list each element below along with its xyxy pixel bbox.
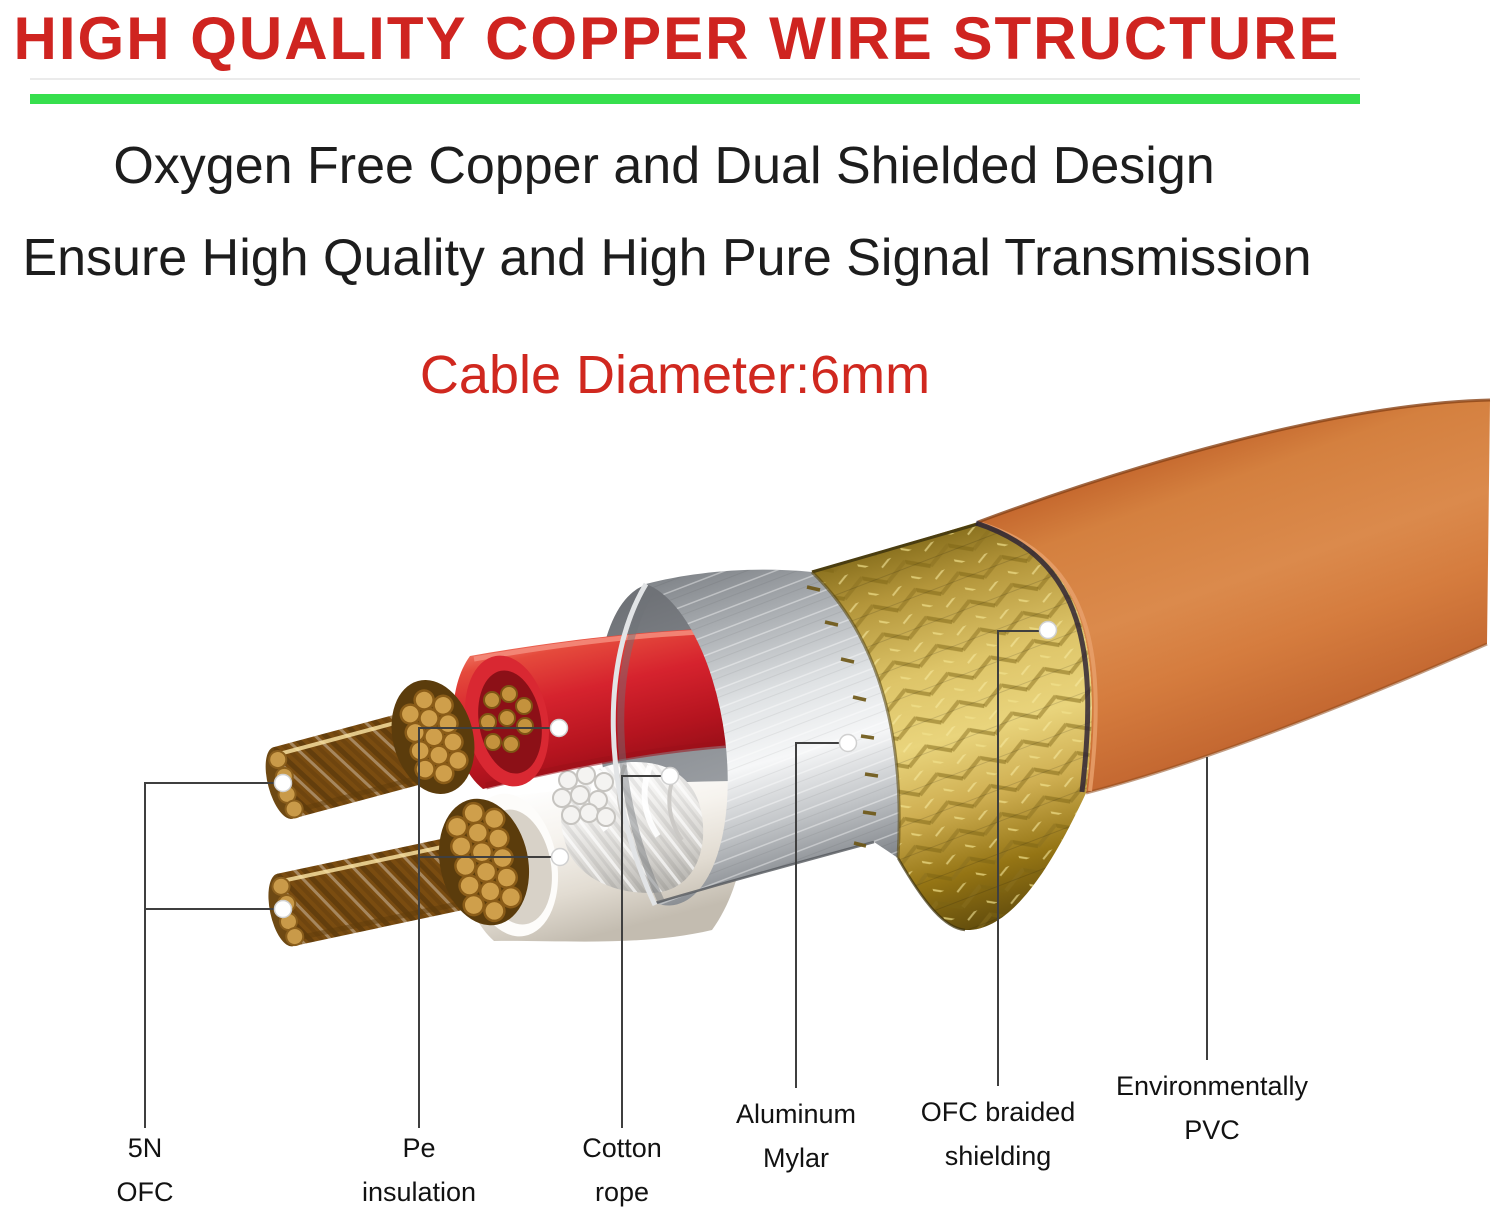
mylar-layer [610,569,901,907]
subtitle-line-1: Oxygen Free Copper and Dual Shielded Des… [113,137,1215,195]
label-line: Environmentally [1115,1071,1309,1101]
label-line: insulation [361,1177,477,1207]
label-5n-ofc: 5N OFC [117,1126,174,1213]
leader-lines [144,630,1208,1128]
leader-ofc-braided [997,630,1045,1086]
leader-pe-insulation [418,727,560,1128]
label-line: Cotton [582,1133,662,1163]
divider-hairline [30,78,1360,80]
leader-aluminum-mylar [795,742,845,1088]
label-line: OFC braided [920,1097,1076,1127]
label-line: rope [594,1177,650,1207]
page-title: HIGH QUALITY COPPER WIRE STRUCTURE [13,5,1341,72]
divider-green-bar [30,94,1360,104]
label-pe-insulation: Pe insulation [362,1126,476,1213]
label-ofc-braided-shielding: OFC braided shielding [921,1090,1076,1178]
label-aluminum-mylar: Aluminum Mylar [736,1092,856,1180]
leader-cotton-rope [621,775,668,1128]
label-line: PVC [1184,1115,1240,1145]
copper-conductor-lower [268,798,530,947]
label-line: Aluminum [735,1099,857,1129]
copper-conductor-upper [265,680,475,819]
leader-5n-ofc [144,782,283,1128]
pe-red-tube [453,628,749,790]
ofc-braid-layer [811,520,1092,932]
label-line: OFC [116,1177,174,1207]
label-line: Pe [402,1133,436,1163]
cable-diameter-note: Cable Diameter:6mm [419,345,931,405]
label-line: Mylar [762,1143,829,1173]
label-line: 5N [127,1133,163,1163]
label-environmentally-pvc: Environmentally PVC [1116,1064,1308,1152]
label-line: shielding [944,1141,1052,1171]
subtitle-line-2: Ensure High Quality and High Pure Signal… [22,229,1312,287]
label-cotton-rope: Cotton rope [582,1126,662,1213]
callout-dots [273,620,1058,919]
